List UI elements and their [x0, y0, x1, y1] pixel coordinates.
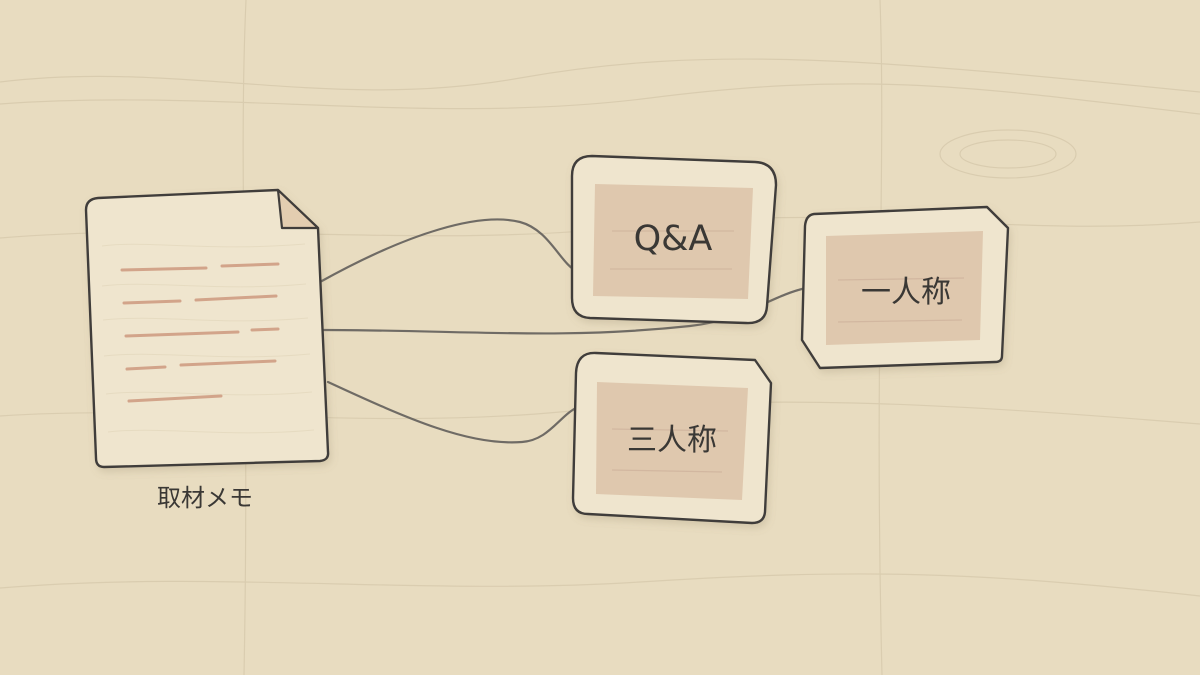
memo-label: 取材メモ: [157, 484, 253, 512]
first-person-card: [800, 205, 1010, 370]
memo-text-lines: [120, 262, 280, 403]
qa-card: [570, 154, 778, 325]
memo-folded-corner: [276, 188, 320, 230]
connector-memo-to-third-person: [326, 380, 582, 444]
memo-document: [84, 188, 330, 469]
first-person-label: 一人称: [861, 275, 951, 310]
memo-paper-texture: [101, 243, 315, 434]
third-person-card: [571, 351, 773, 525]
memo-paper: [84, 188, 330, 469]
third-person-label: 三人称: [627, 423, 717, 458]
connector-memo-to-qa: [318, 218, 580, 284]
qa-label: Q&A: [634, 219, 713, 259]
